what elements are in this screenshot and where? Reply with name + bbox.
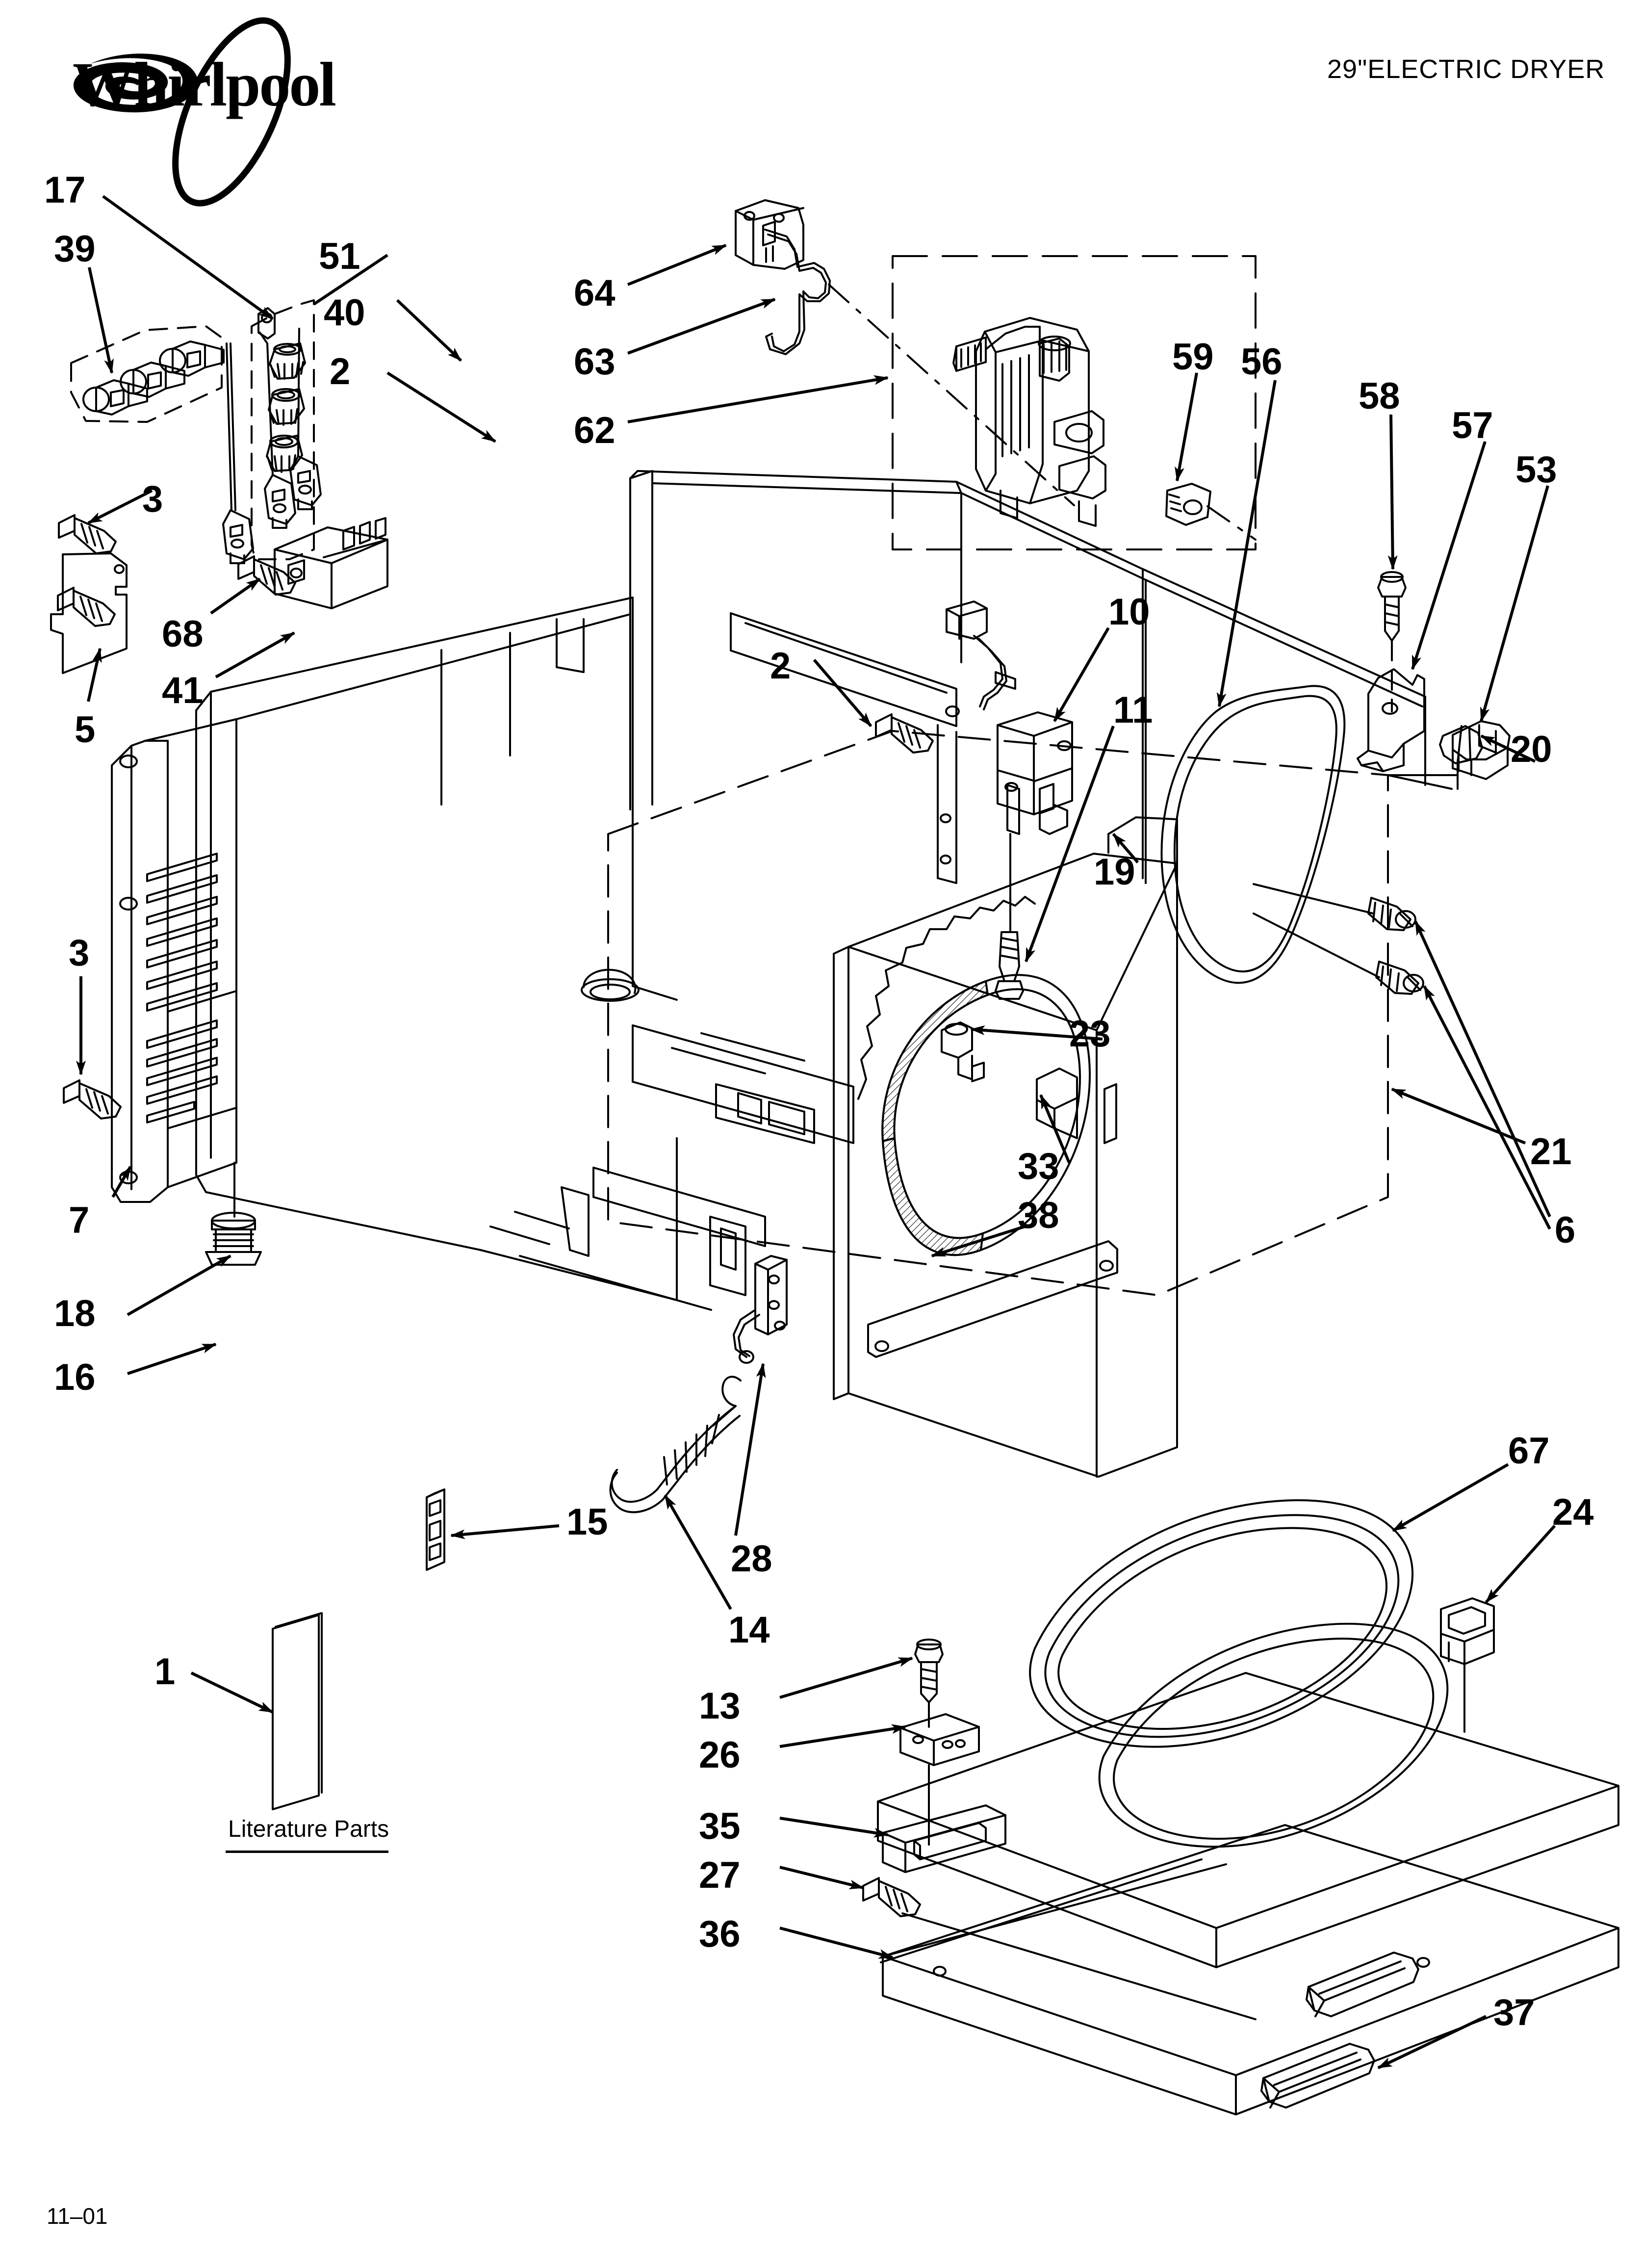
- callout-number-38: 38: [1018, 1195, 1059, 1236]
- callout-number-3a: 3: [142, 478, 163, 520]
- callout-number-7: 7: [69, 1199, 90, 1241]
- callout-number-18: 18: [54, 1293, 96, 1334]
- hinge-bracket: [733, 1255, 788, 1364]
- literature-parts-underline: [226, 1851, 388, 1853]
- base-deck: [877, 1622, 1619, 1968]
- screw: [1367, 897, 1416, 931]
- wire-nut: [269, 342, 306, 380]
- side-panel-left: [111, 718, 237, 1203]
- whirlpool-ribbon-icon: [172, 17, 291, 207]
- screw: [995, 931, 1024, 1000]
- callout-number-10: 10: [1108, 591, 1150, 633]
- switch-mount-rail: [730, 612, 960, 884]
- motor-clamp: [764, 229, 831, 355]
- brand-logo: Whirlpool: [59, 34, 363, 132]
- screw: [862, 1877, 921, 1917]
- callout-number-57: 57: [1452, 405, 1493, 446]
- revision-footer: 11–01: [47, 2203, 108, 2229]
- glide-foot: [1306, 1952, 1419, 2017]
- callout-number-26: 26: [699, 1734, 741, 1776]
- callout-number-3b: 3: [69, 932, 90, 974]
- motor-assembly-box: [892, 255, 1257, 550]
- strain-relief-group: [70, 325, 225, 423]
- wire-harness-group: [222, 299, 322, 564]
- glide-foot: [1260, 2043, 1375, 2109]
- callout-number-24: 24: [1552, 1491, 1594, 1533]
- callout-number-33: 33: [1018, 1146, 1059, 1187]
- callout-number-64: 64: [574, 272, 616, 314]
- screw: [1377, 571, 1407, 642]
- callout-number-6: 6: [1555, 1209, 1576, 1251]
- callout-number-16: 16: [54, 1356, 96, 1398]
- drive-motor: [952, 317, 1106, 527]
- cabinet-shell: [195, 470, 1426, 1311]
- callout-number-53: 53: [1515, 449, 1557, 491]
- leveling-leg: [205, 1162, 262, 1266]
- callout-number-35: 35: [699, 1805, 741, 1847]
- terminal-block: [274, 517, 388, 609]
- callout-number-19: 19: [1094, 851, 1135, 893]
- strain-relief-part: [82, 379, 148, 416]
- grommet: [1440, 1597, 1495, 1665]
- base-bracket: [882, 1804, 1006, 1873]
- motor-clip: [1165, 483, 1211, 526]
- front-panel-dashed-outline: [607, 730, 1389, 1296]
- callout-number-41: 41: [162, 670, 204, 711]
- callout-number-58: 58: [1359, 375, 1400, 417]
- screw: [57, 587, 116, 627]
- callout-number-62: 62: [574, 410, 616, 451]
- callout-number-59: 59: [1172, 336, 1214, 378]
- callout-number-40: 40: [324, 292, 365, 334]
- callout-number-15: 15: [566, 1501, 608, 1543]
- spring: [609, 1376, 742, 1513]
- callout-number-67: 67: [1508, 1430, 1550, 1472]
- push-pin: [1439, 725, 1483, 790]
- screw: [1375, 961, 1424, 995]
- callout-number-39: 39: [54, 228, 96, 270]
- mount-bracket: [899, 1713, 980, 1766]
- callout-number-5: 5: [75, 709, 96, 751]
- louvre-vents: [146, 853, 218, 1123]
- callout-number-13: 13: [699, 1685, 741, 1727]
- callout-number-17: 17: [44, 169, 86, 211]
- callout-number-27: 27: [699, 1854, 741, 1896]
- callout-number-20: 20: [1511, 729, 1552, 770]
- whirlpool-swirl-icon: [73, 53, 198, 113]
- strain-relief-part: [120, 362, 185, 398]
- callout-number-63: 63: [574, 341, 616, 383]
- front-panel: [833, 816, 1178, 1478]
- callout-number-37: 37: [1493, 1992, 1535, 2033]
- strain-relief-part: [159, 340, 225, 377]
- base-panel: [882, 1824, 1619, 2115]
- callout-number-23: 23: [1069, 1013, 1111, 1055]
- model-header: 29"ELECTRIC DRYER: [1327, 54, 1605, 84]
- bracket-panel: [50, 552, 128, 674]
- screw: [237, 555, 296, 596]
- motor-bracket: [735, 199, 804, 270]
- callout-number-2b: 2: [770, 645, 791, 687]
- literature-sheet: [272, 1612, 323, 1810]
- literature-parts-label: Literature Parts: [228, 1816, 389, 1842]
- callout-number-36: 36: [699, 1913, 741, 1955]
- screw: [58, 514, 117, 554]
- idler-bracket: [1357, 668, 1425, 772]
- callout-number-28: 28: [731, 1538, 772, 1580]
- brand-wordmark: Whirlpool: [73, 50, 336, 119]
- clip: [426, 1488, 445, 1571]
- door-switch: [946, 600, 1073, 835]
- callout-number-14: 14: [728, 1609, 770, 1651]
- callout-number-11: 11: [1113, 689, 1153, 731]
- callout-number-1: 1: [154, 1651, 176, 1693]
- screw: [63, 1079, 122, 1120]
- callout-number-2a: 2: [330, 351, 351, 392]
- callout-number-56: 56: [1241, 341, 1283, 383]
- screw: [914, 1639, 944, 1703]
- base-seal: [1029, 1499, 1414, 1748]
- callout-number-68: 68: [162, 613, 204, 655]
- drive-belt: [1160, 685, 1346, 984]
- callout-number-51: 51: [319, 235, 360, 277]
- callout-number-21: 21: [1530, 1131, 1572, 1173]
